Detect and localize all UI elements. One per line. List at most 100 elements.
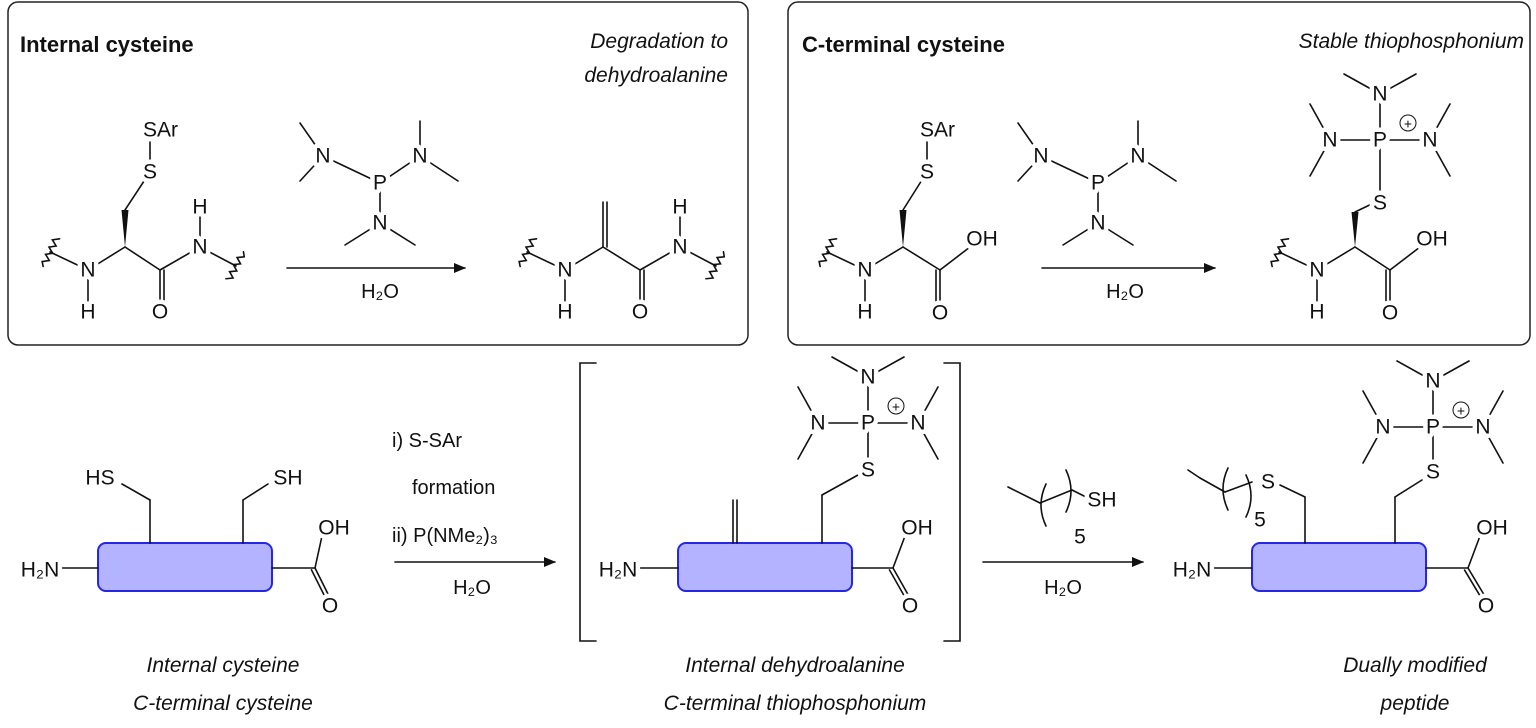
methyl-bond — [1429, 103, 1451, 141]
methyl-bond — [1379, 73, 1417, 95]
atom-sh: SH — [273, 467, 302, 490]
methyl-bond — [1097, 222, 1134, 246]
repeat-paren-close — [1065, 469, 1072, 513]
caption-intermediate-2: C-terminal thiophosphonium — [664, 692, 927, 715]
wavy-bond — [41, 238, 61, 268]
wavy-bond — [705, 251, 726, 280]
methyl-bond — [1062, 222, 1099, 246]
bond — [1279, 484, 1306, 498]
bracket-right — [943, 362, 961, 642]
positive-charge-sign: + — [1457, 403, 1465, 419]
methyl-bond — [419, 155, 459, 182]
bond — [242, 483, 269, 501]
atom-n: N — [1425, 370, 1440, 393]
atom-oh: OH — [901, 517, 933, 540]
methyl-bond — [1396, 360, 1434, 382]
positive-charge-sign: + — [1404, 116, 1412, 132]
positive-charge-sign: + — [892, 399, 900, 415]
atom-n: N — [412, 145, 427, 168]
bond — [124, 171, 151, 211]
alkyl-bond — [1007, 486, 1041, 504]
alkyl-bond — [1199, 477, 1226, 493]
atom-h: H — [192, 196, 207, 219]
methyl-bond — [867, 356, 905, 378]
methyl-bond — [1017, 155, 1042, 182]
panel-note-cterminal: Stable thiophosphonium — [1299, 30, 1524, 53]
condition-water-4: H₂O — [1044, 577, 1082, 599]
caption-product-1: Dually modified — [1343, 654, 1488, 677]
repeat-paren-open — [1222, 467, 1229, 511]
atom-o: O — [932, 302, 948, 325]
caption-intermediate-1: Internal dehydroalanine — [685, 654, 905, 677]
bond — [159, 246, 201, 271]
caption-product-2: peptide — [1380, 692, 1450, 715]
panel-note-internal-1: Degradation to — [590, 30, 728, 53]
internal-cysteine-panel — [7, 1, 749, 346]
condition-water-2: H₂O — [1106, 281, 1144, 303]
atom-s: S — [861, 459, 875, 482]
atom-sar: SAr — [143, 119, 178, 142]
atom-n: N — [192, 236, 207, 259]
repeat-paren-close — [1245, 474, 1252, 518]
bond — [826, 251, 866, 271]
atom-n: N — [857, 259, 872, 282]
atom-h2n: H₂N — [1173, 559, 1211, 582]
wedge-bond — [899, 210, 907, 247]
caption-start-1: Internal cysteine — [147, 654, 300, 677]
bond — [1467, 535, 1481, 569]
atom-p: P — [1373, 129, 1387, 152]
condition-step1b: formation — [412, 477, 495, 499]
wavy-bond — [818, 238, 838, 268]
wavy-bond — [1270, 238, 1290, 268]
bond — [892, 535, 906, 569]
atom-h: H — [1309, 301, 1324, 324]
atom-h: H — [80, 301, 95, 324]
positive-charge-icon — [887, 397, 905, 415]
atom-oh: OH — [1476, 517, 1508, 540]
atom-n: N — [810, 412, 825, 435]
bracket-left — [579, 362, 597, 642]
bond — [864, 246, 904, 271]
bond — [87, 246, 126, 271]
atom-h2n: H₂N — [599, 559, 637, 582]
atom-oh: OH — [318, 517, 350, 540]
atom-s: S — [143, 161, 157, 184]
methyl-bond — [1343, 73, 1381, 95]
atom-n: N — [1322, 129, 1337, 152]
bonds — [41, 73, 1504, 601]
alkyl-bond — [1187, 469, 1201, 479]
methyl-bond — [344, 222, 381, 246]
atom-hs: HS — [85, 467, 114, 490]
methyl-bond — [797, 422, 819, 460]
atom-s: S — [1426, 461, 1440, 484]
double-bond — [892, 567, 911, 599]
bond — [1389, 246, 1421, 271]
methyl-bond — [831, 356, 869, 378]
atom-h: H — [672, 196, 687, 219]
atom-n: N — [1090, 212, 1105, 235]
bond — [322, 155, 381, 184]
atom-n: N — [1130, 145, 1145, 168]
bond — [314, 535, 323, 569]
bond — [1278, 251, 1318, 271]
atom-oh: OH — [1416, 228, 1448, 251]
bond — [902, 171, 928, 211]
bond — [679, 246, 717, 267]
alkyl-bond — [1224, 481, 1253, 493]
panel-title-cterminal: C-terminal cysteine — [802, 32, 1005, 57]
methyl-bond — [1362, 390, 1384, 428]
bond — [526, 251, 566, 271]
wedge-bond — [121, 210, 129, 247]
panel-note-internal-2: dehydroalanine — [584, 64, 728, 87]
atom-p: P — [1091, 172, 1105, 195]
condition-water-1: H₂O — [361, 281, 399, 303]
bond — [564, 246, 604, 271]
bond — [939, 246, 971, 271]
atom-h: H — [557, 301, 572, 324]
atom-sar: SAr — [920, 119, 955, 142]
bond — [121, 483, 151, 501]
atom-s: S — [920, 161, 934, 184]
atom-o: O — [902, 595, 918, 618]
condition-water-3: H₂O — [453, 577, 491, 599]
